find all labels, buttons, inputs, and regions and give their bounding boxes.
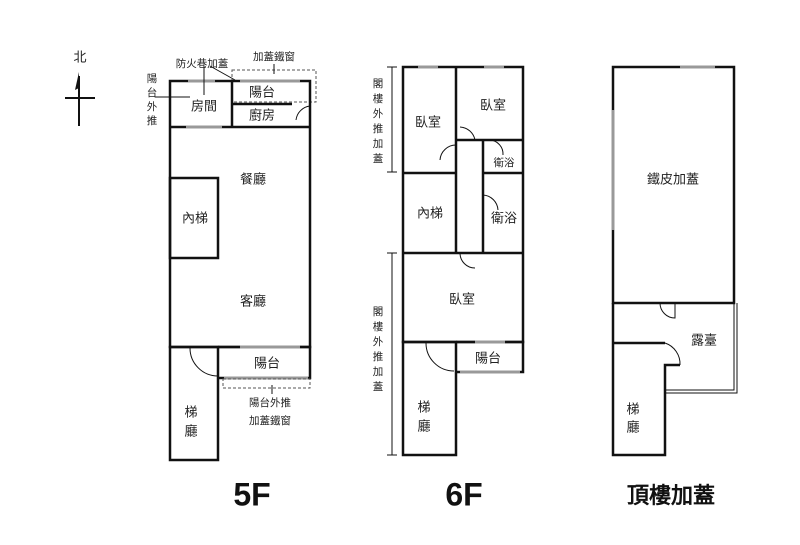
roof-title: 頂樓加蓋 (627, 483, 715, 509)
inner-stair-label: 內梯 (182, 212, 208, 227)
fire-lane-note: 防火巷加蓋 (176, 57, 229, 70)
svg-text:推: 推 (373, 350, 384, 363)
svg-text:閣: 閣 (373, 306, 384, 318)
svg-text:樓: 樓 (373, 92, 384, 105)
balcony-push-bottom-note: 陽台外推 (249, 396, 291, 409)
balcony-push-note: 陽 台 外 推 (147, 73, 158, 127)
svg-text:推: 推 (147, 114, 158, 127)
svg-text:推: 推 (373, 122, 384, 135)
svg-text:陽: 陽 (147, 73, 158, 85)
kitchen-label: 廚房 (249, 108, 275, 124)
roof-plan (611, 65, 738, 457)
stair-hall-label: 廳 (184, 424, 197, 440)
svg-text:台: 台 (147, 86, 158, 99)
stair-hall-label: 梯 (417, 401, 430, 416)
stair-hall-label: 梯 (184, 406, 197, 421)
floor-6f-title: 6F (445, 476, 482, 512)
balcony-label: 陽台 (254, 357, 280, 372)
bedroom-label: 臥室 (449, 292, 475, 308)
dining-label: 餐廳 (240, 172, 266, 188)
iron-window-bottom-note: 加蓋鐵窗 (249, 414, 291, 427)
balcony-label: 陽台 (249, 86, 275, 101)
svg-text:閣: 閣 (373, 78, 384, 90)
balcony-label: 陽台 (475, 352, 501, 367)
inner-stair-label: 內梯 (417, 207, 443, 222)
iron-addition-label: 鐵皮加蓋 (647, 172, 699, 188)
loft-push-note-bottom: 閣 樓 外 推 加 蓋 (373, 306, 384, 393)
stair-hall-label: 梯 (626, 403, 639, 418)
north-arrow-icon (65, 72, 95, 126)
floor-5f-title: 5F (233, 476, 270, 512)
iron-window-note: 加蓋鐵窗 (253, 50, 295, 63)
svg-text:蓋: 蓋 (373, 381, 384, 393)
loft-push-note-top: 閣 樓 外 推 加 蓋 (373, 78, 384, 165)
svg-text:外: 外 (373, 108, 384, 120)
svg-text:外: 外 (147, 101, 158, 113)
bathroom-label: 衛浴 (494, 156, 515, 169)
room-label: 房間 (191, 99, 217, 115)
bedroom-label: 臥室 (480, 98, 506, 114)
stair-hall-label: 廳 (626, 420, 639, 436)
floor-6f-plan (387, 65, 525, 457)
svg-text:外: 外 (373, 336, 384, 348)
bedroom-label: 臥室 (415, 115, 441, 131)
svg-text:加: 加 (373, 138, 384, 150)
svg-text:蓋: 蓋 (373, 153, 384, 165)
north-label: 北 (73, 51, 86, 66)
terrace-label: 露臺 (691, 334, 717, 349)
svg-text:樓: 樓 (373, 320, 384, 333)
stair-hall-label: 廳 (417, 419, 430, 435)
svg-text:加: 加 (373, 366, 384, 378)
living-label: 客廳 (240, 294, 266, 310)
bathroom-label: 衛浴 (491, 212, 517, 227)
floor-5f-plan (155, 64, 317, 462)
